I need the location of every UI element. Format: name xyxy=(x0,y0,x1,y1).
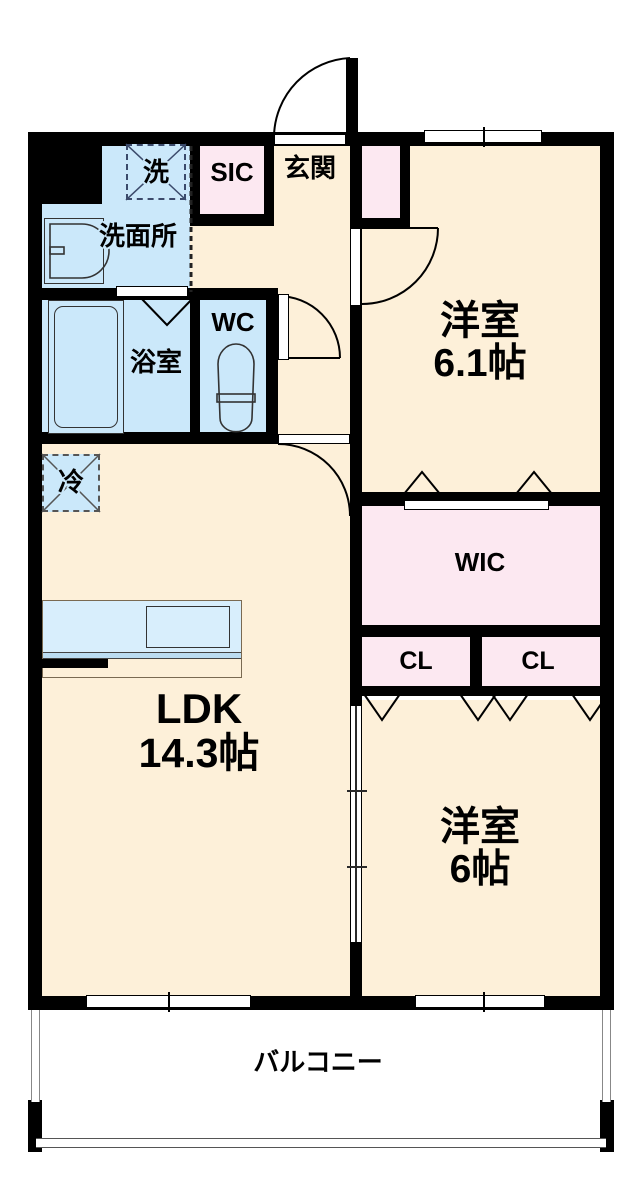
ldk-door-swing xyxy=(277,443,351,517)
sliding-door-tick-1 xyxy=(347,790,367,792)
balcony-rail-bottom xyxy=(36,1138,606,1148)
cl-left-floor xyxy=(358,632,473,688)
kitchen-sink xyxy=(146,606,230,648)
wall-bedroom-b-left-upper xyxy=(350,692,362,706)
cl-door-chevrons xyxy=(363,693,609,722)
wall-wic-bottom xyxy=(350,625,614,637)
wall-cl-bottom xyxy=(350,686,614,696)
room-label-sic: SIC xyxy=(210,157,254,187)
kitchen-counter-shadow xyxy=(42,600,242,678)
wic-floor xyxy=(358,505,600,627)
kitchen-counter-edge xyxy=(42,652,242,659)
wall-shoebox-right xyxy=(400,146,410,228)
room-label-balcony: バルコニー xyxy=(253,1047,383,1077)
window-ldk-bottom-mull xyxy=(168,992,170,1012)
window-bedroom-b-bottom-mull xyxy=(483,992,485,1012)
wall-shoebox-bottom xyxy=(350,218,410,228)
bedroom-b-floor xyxy=(360,700,600,1000)
room-label-wc: WC xyxy=(211,307,255,337)
sliding-door-tick-2 xyxy=(347,866,367,868)
exterior-wall-left xyxy=(28,132,42,1010)
appliance-label-washer: 洗 xyxy=(142,157,169,187)
room-label-ldk-size: 14.3帖 xyxy=(138,730,260,777)
window-bedroom-a-top-mull xyxy=(483,127,485,147)
bathtub-inner xyxy=(54,306,118,428)
wall-wet-bottom xyxy=(42,432,278,444)
wc-floor xyxy=(200,300,270,440)
room-label-bedroom-b-size: 6帖 xyxy=(449,848,511,892)
room-label-bedroom-a-name: 洋室 xyxy=(440,299,520,343)
ldk-floor xyxy=(42,444,354,1000)
wc-door-leaf xyxy=(278,294,289,360)
wall-sic-bottom xyxy=(190,214,274,226)
kitchen-partition-stub xyxy=(42,659,108,668)
refrigerator-slot-cross xyxy=(41,453,101,513)
room-label-wic: WIC xyxy=(454,547,506,577)
room-label-genkan: 玄関 xyxy=(283,153,336,183)
genkan-door-swing xyxy=(273,57,351,137)
room-label-cl-left: CL xyxy=(399,647,433,675)
room-label-cl-right: CL xyxy=(521,647,555,675)
balcony-rail-right xyxy=(602,1010,611,1102)
window-wic-top xyxy=(404,500,549,510)
cl-right-floor xyxy=(480,632,600,688)
wall-wc-right xyxy=(266,288,278,440)
wall-senmenjo-right xyxy=(190,146,200,222)
exterior-wall-right xyxy=(600,132,614,1010)
ldk-door-threshold xyxy=(278,434,350,444)
wall-cl-divider xyxy=(470,630,482,692)
bedroom-a-closet-chevrons xyxy=(403,470,553,495)
bedroom-a-door-swing xyxy=(361,227,439,305)
balcony-rail-left xyxy=(31,1010,40,1102)
wall-bedroom-b-left-lower xyxy=(350,940,362,1010)
room-label-bedroom-b-name: 洋室 xyxy=(440,805,520,849)
shoebox-floor xyxy=(358,146,400,222)
bath-entry-door xyxy=(116,286,188,297)
window-bedroom-b-bottom xyxy=(415,995,545,1008)
room-label-ldk-name: LDK xyxy=(155,685,243,732)
room-label-bedroom-a: 洋室 6.1帖 xyxy=(390,299,570,386)
sliding-door-rail xyxy=(355,706,357,942)
room-label-bedroom-b: 洋室 6帖 xyxy=(390,805,570,892)
washbasin-counter xyxy=(44,218,104,284)
washing-machine-slot-cross xyxy=(125,143,187,201)
room-label-yokushitsu: 浴室 xyxy=(129,347,182,377)
wall-sic-right xyxy=(264,146,274,222)
room-label-senmenjo: 洗面所 xyxy=(98,221,177,251)
wall-wic-left xyxy=(350,505,362,695)
senmenjo-sliding-door xyxy=(189,146,193,292)
bath-door-fold-marker xyxy=(139,296,195,327)
genkan-door-threshold xyxy=(274,134,346,145)
room-label-ldk: LDK 14.3帖 xyxy=(104,686,294,776)
toilet-fixture xyxy=(216,343,256,433)
wall-hall-right xyxy=(350,132,362,228)
wall-bath-right xyxy=(190,288,200,440)
washbasin-bowl xyxy=(49,223,110,279)
room-label-bedroom-a-size: 6.1帖 xyxy=(433,342,527,386)
appliance-label-fridge: 冷 xyxy=(57,467,84,497)
bedroom-a-door-leaf xyxy=(350,228,361,306)
sic-floor xyxy=(200,146,264,222)
wall-ldk-right-upper xyxy=(350,432,362,508)
genkan-floor xyxy=(268,146,358,221)
